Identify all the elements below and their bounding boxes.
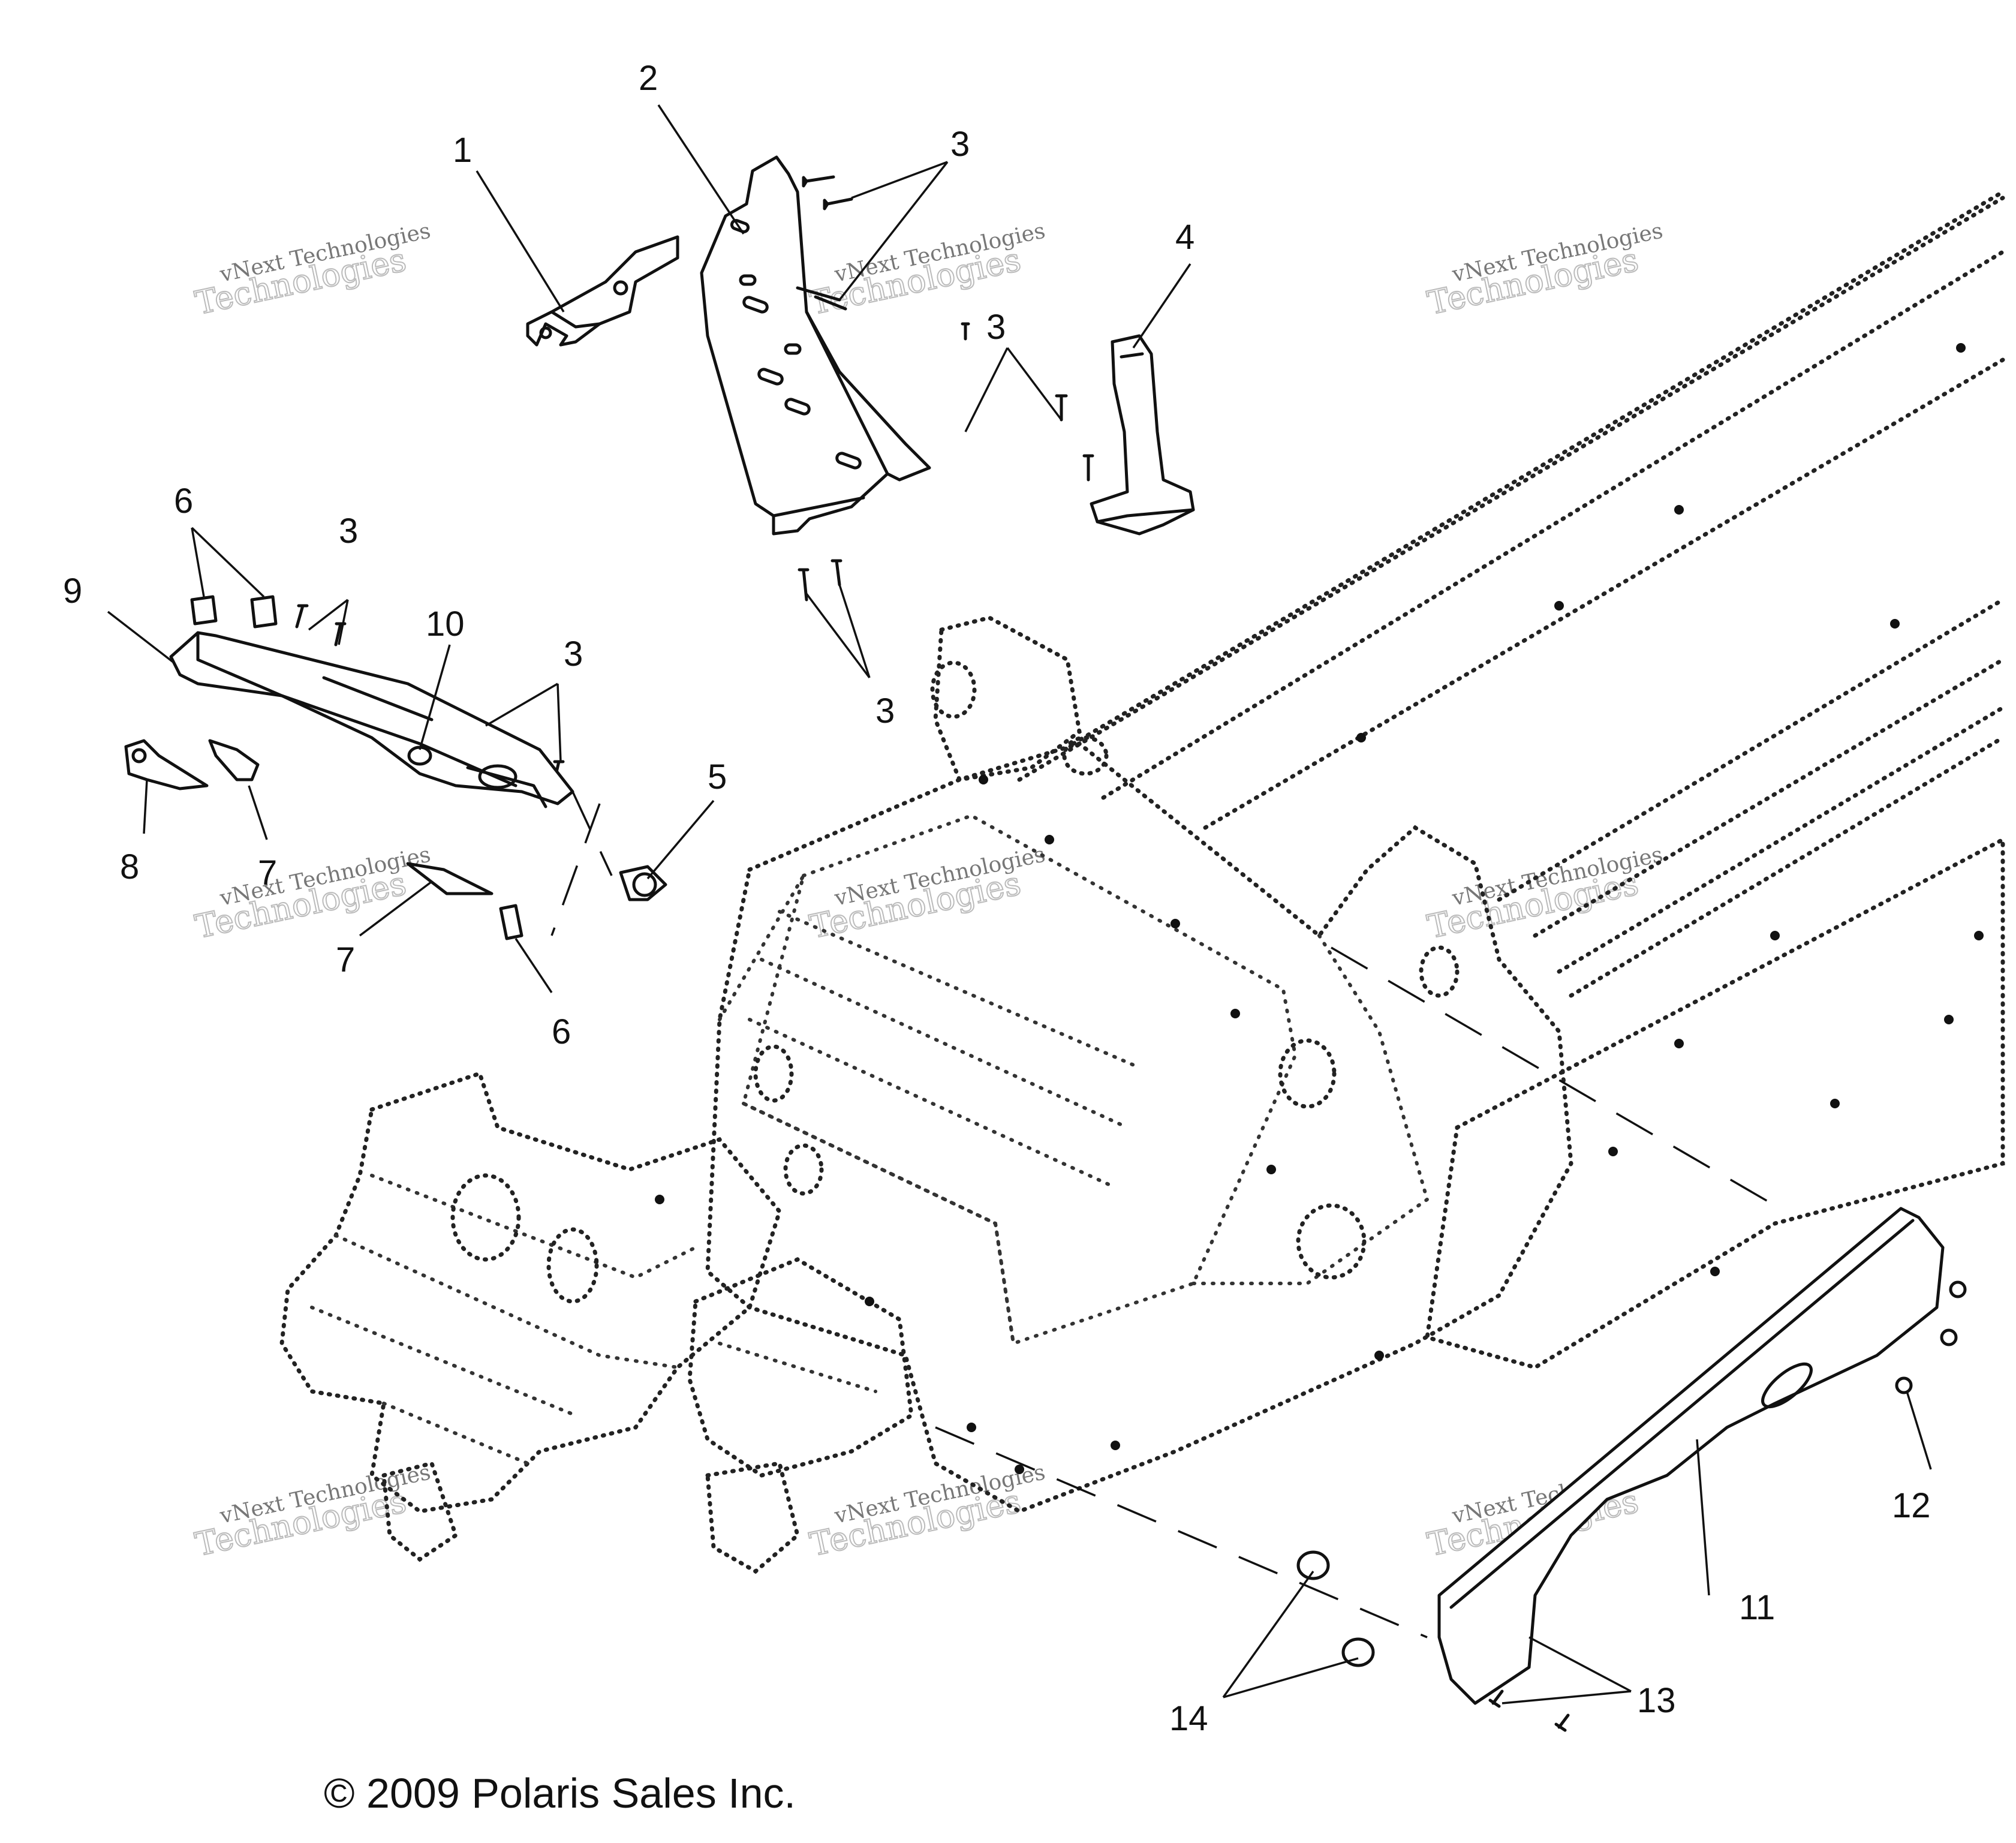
callout-1: 1 xyxy=(453,131,472,170)
callout-11: 11 xyxy=(1739,1588,1775,1627)
callout-10: 10 xyxy=(426,605,465,644)
callout-7: 7 xyxy=(258,853,277,892)
watermark: vNext Technologies Technologies xyxy=(191,218,433,323)
frame-fastener-dots xyxy=(655,343,1984,1474)
part-9-crossmember xyxy=(169,631,574,808)
watermark: vNext Technologies Technologies xyxy=(1424,842,1665,946)
part-11-rail-bracket xyxy=(1437,1207,1945,1705)
callout-6: 6 xyxy=(552,1012,571,1051)
watermark: vNext Technologies Technologies xyxy=(806,842,1048,946)
callout-4: 4 xyxy=(1175,218,1194,257)
callout-3: 3 xyxy=(875,691,895,730)
part-12-screws xyxy=(1895,1280,1967,1394)
leader-lines xyxy=(107,104,1932,1704)
part-5-bushing xyxy=(619,865,667,901)
callout-9: 9 xyxy=(63,572,82,611)
callout-6: 6 xyxy=(174,482,193,521)
part-14-bushings xyxy=(1296,1550,1375,1667)
callout-2: 2 xyxy=(639,59,658,98)
callout-14: 14 xyxy=(1169,1699,1208,1738)
plate-slots xyxy=(730,219,862,470)
part-7-clips xyxy=(208,739,494,895)
part-8-nut-plate xyxy=(124,739,209,790)
callout-12: 12 xyxy=(1892,1486,1931,1525)
part-1-bracket xyxy=(526,235,679,347)
watermark-group: vNext Technologies Technologies vNext Te… xyxy=(191,218,1665,1564)
part-2-plate xyxy=(700,155,931,536)
watermark: vNext Technologies Technologies xyxy=(1424,218,1665,323)
callout-13: 13 xyxy=(1637,1681,1676,1720)
watermark: vNext Technologies Technologies xyxy=(191,842,433,946)
callout-5: 5 xyxy=(708,757,727,796)
copyright-notice: © 2009 Polaris Sales Inc. xyxy=(324,1770,796,1817)
callout-7: 7 xyxy=(336,940,355,979)
callout-3: 3 xyxy=(339,512,358,551)
callout-3: 3 xyxy=(950,125,970,164)
callout-8: 8 xyxy=(120,847,139,886)
callout-3: 3 xyxy=(564,635,583,674)
alignment-centerlines xyxy=(550,791,1776,1638)
part-6-bolts xyxy=(190,595,523,940)
watermark: vNext Technologies Technologies xyxy=(191,1460,433,1564)
callouts: 1 2 3 3 3 3 3 4 5 6 6 7 7 8 9 10 11 12 1… xyxy=(63,59,1931,1738)
callout-3: 3 xyxy=(986,308,1006,347)
chassis-frame xyxy=(279,190,2005,1574)
part-4-bracket xyxy=(1090,334,1195,536)
